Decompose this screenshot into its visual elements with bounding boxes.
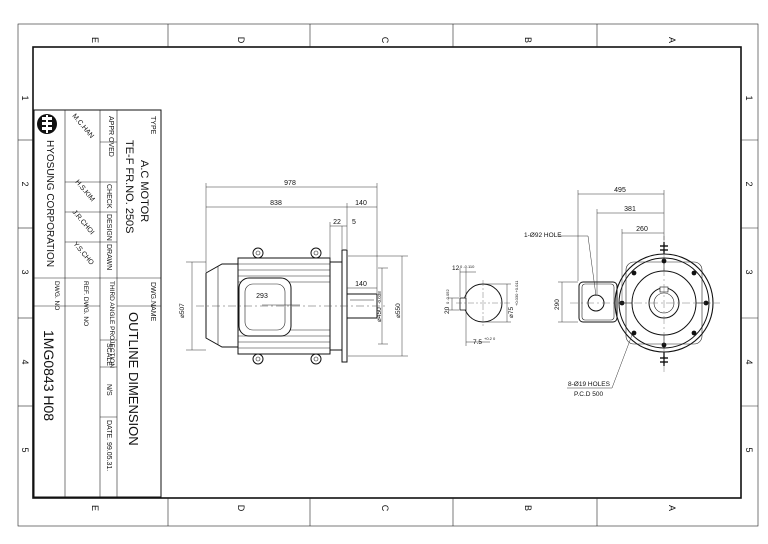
shaft-end-view bbox=[456, 280, 510, 326]
dim-978: 978 bbox=[284, 180, 296, 187]
shaft-dim-7-5: 7.5 bbox=[473, 339, 482, 346]
dim-140-top: 140 bbox=[355, 200, 367, 207]
row-number-left-1: 1 bbox=[20, 95, 30, 100]
key-dim-20-tol: 0 -0.052 bbox=[445, 289, 450, 304]
dwg-no-label: DWG. NO bbox=[53, 281, 60, 310]
zone-letter-top-a: A bbox=[667, 37, 677, 43]
zone-ticks bbox=[18, 24, 758, 526]
dwg-no-value: 1MG0843 H08 bbox=[41, 330, 57, 421]
company-name: HYOSUNG CORPORATION bbox=[44, 140, 55, 267]
row-number-left-5: 5 bbox=[20, 447, 30, 452]
row-number-right-1: 1 bbox=[744, 95, 754, 100]
flange-dim-381: 381 bbox=[624, 206, 636, 213]
zone-letter-top-e: E bbox=[90, 37, 100, 43]
row-number-right-3: 3 bbox=[744, 269, 754, 274]
zone-letter-bottom-a: A bbox=[667, 505, 677, 511]
flange-dim-260: 260 bbox=[636, 226, 648, 233]
holes-19-note: 8-Ø19 HOLES bbox=[568, 381, 611, 388]
zone-letter-bottom-e: E bbox=[90, 505, 100, 511]
design-name: J.R.CHOI bbox=[70, 209, 95, 236]
dim-5: 5 bbox=[352, 219, 356, 226]
design-label: DESIGN bbox=[105, 214, 112, 241]
key-dim-20: 20 bbox=[444, 306, 451, 314]
shaft-dim-75-tol: +0.030 +0.011 bbox=[514, 280, 519, 306]
outer-frame bbox=[17, 23, 759, 527]
hole-92-note: 1-Ø92 HOLE bbox=[524, 232, 562, 239]
dim-dia-550: ⌀550 bbox=[395, 303, 402, 318]
dim-293: 293 bbox=[256, 293, 268, 300]
zone-letter-bottom-d: D bbox=[236, 505, 246, 512]
row-number-right-5: 5 bbox=[744, 447, 754, 452]
row-number-right-4: 4 bbox=[744, 359, 754, 364]
approved-label: APPR OVED bbox=[107, 116, 114, 157]
zone-letter-bottom-c: C bbox=[380, 505, 390, 512]
row-number-left-3: 3 bbox=[20, 269, 30, 274]
date-label: DATE. 99.05.31. bbox=[105, 420, 112, 471]
scale-value: N/S bbox=[105, 384, 112, 396]
pcd-500-note: P.C.D 500 bbox=[574, 391, 604, 398]
zone-letter-bottom-b: B bbox=[523, 505, 533, 511]
type-value-line2: TE-F FR.NO. 250S bbox=[123, 140, 135, 234]
title-block: HYOSUNG CORPORATION TYPE A.C MOTOR TE-F … bbox=[33, 109, 162, 498]
ref-dwg-label: REF. DWG. NO bbox=[82, 281, 89, 326]
dim-22: 22 bbox=[333, 219, 341, 226]
zone-letter-top-b: B bbox=[523, 37, 533, 43]
zone-letter-top-d: D bbox=[236, 37, 246, 44]
motor-side-view bbox=[196, 247, 385, 365]
dim-dia-450: ⌀450 bbox=[376, 307, 383, 322]
side-view-dimensions bbox=[186, 183, 408, 357]
check-name: H.S.KIM bbox=[73, 179, 95, 204]
dwg-name-value: OUTLINE DIMENSION bbox=[126, 312, 141, 446]
flange-front-view bbox=[570, 236, 720, 372]
dwg-name-label: DWG.NAME bbox=[149, 282, 156, 322]
row-number-right-2: 2 bbox=[744, 181, 754, 186]
row-number-left-2: 2 bbox=[20, 181, 30, 186]
row-number-left-4: 4 bbox=[20, 359, 30, 364]
drawn-name: Y.S.CHO bbox=[71, 241, 95, 267]
scale-label: SCALE bbox=[105, 343, 112, 366]
shaft-dim-7-5-tol: +0.2 0 bbox=[484, 336, 496, 341]
dim-838: 838 bbox=[270, 200, 282, 207]
approved-name: M.C.HAN bbox=[70, 113, 94, 140]
key-dim-12: 12 bbox=[452, 265, 460, 272]
flange-dim-495: 495 bbox=[614, 187, 626, 194]
key-dim-12-tol: 0 -0.110 bbox=[460, 264, 475, 269]
drawing-border bbox=[32, 46, 742, 499]
zone-letter-top-c: C bbox=[380, 37, 390, 44]
dim-dia-507: ⌀507 bbox=[179, 303, 186, 318]
type-label: TYPE bbox=[149, 116, 156, 135]
projection-label: THIRD ANGLE PROJECTION bbox=[108, 281, 115, 368]
check-label: CHECK bbox=[105, 184, 112, 209]
shaft-dim-75: ⌀75 bbox=[508, 306, 515, 318]
dim-140-shaft: 140 bbox=[355, 281, 367, 288]
type-value-line1: A.C MOTOR bbox=[138, 160, 150, 222]
drawn-label: DRAWN bbox=[105, 244, 112, 270]
company-logo bbox=[37, 114, 57, 134]
dim-dia-450-tol: -0.038 bbox=[377, 291, 382, 304]
flange-dim-290: 290 bbox=[554, 299, 561, 310]
